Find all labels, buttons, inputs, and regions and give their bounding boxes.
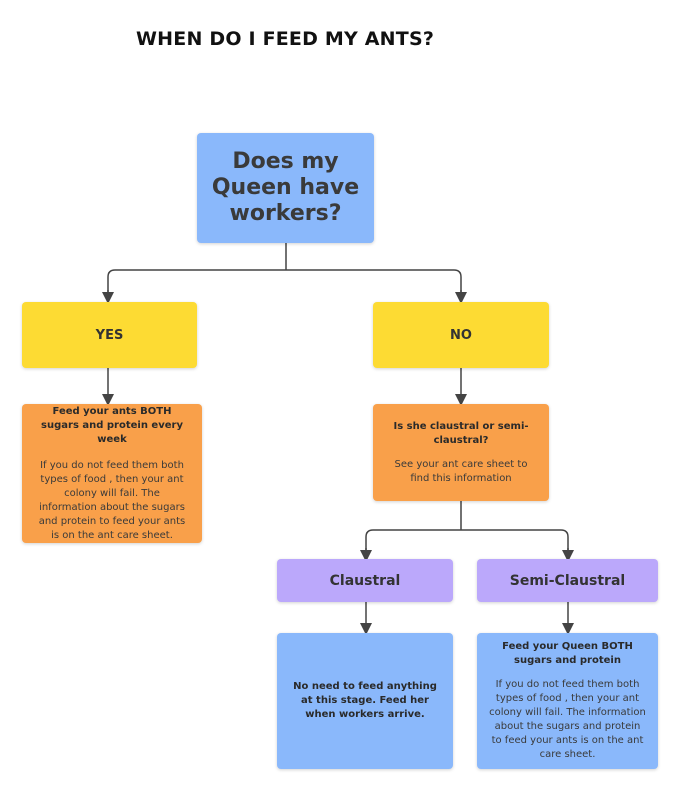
- node-heading: Is she claustral or semi-claustral?: [393, 420, 529, 446]
- node-semi-claustral-feed: Feed your Queen BOTH sugars and protein …: [477, 633, 658, 769]
- node-claustral-no-feed: No need to feed anything at this stage. …: [277, 633, 453, 769]
- node-heading: Feed your Queen BOTH sugars and protein: [502, 641, 633, 666]
- diagram-title: WHEN DO I FEED MY ANTS?: [136, 28, 435, 50]
- node-no: NO: [373, 302, 549, 368]
- node-yes: YES: [22, 302, 197, 368]
- node-label: Claustral: [329, 572, 401, 589]
- node-label: Semi-Claustral: [509, 572, 626, 589]
- node-body: If you do not feed them both types of fo…: [489, 679, 646, 760]
- node-queen-workers-question: Does my Queen have workers?: [197, 133, 374, 243]
- node-body: See your ant care sheet to find this inf…: [394, 458, 528, 484]
- node-label: NO: [450, 327, 472, 343]
- node-label: YES: [95, 327, 124, 343]
- node-label: Does my Queen have workers?: [211, 149, 360, 226]
- node-feed-every-week: Feed your ants BOTH sugars and protein e…: [22, 404, 202, 543]
- connector-root-to-branches: [107, 243, 462, 296]
- node-body: If you do not feed them both types of fo…: [38, 459, 186, 541]
- node-heading: No need to feed anything at this stage. …: [293, 681, 437, 720]
- node-claustral-question: Is she claustral or semi-claustral? See …: [373, 404, 549, 501]
- node-claustral: Claustral: [277, 559, 453, 602]
- node-heading: Feed your ants BOTH sugars and protein e…: [41, 405, 183, 445]
- connector-question-branches: [365, 501, 569, 552]
- node-semi-claustral: Semi-Claustral: [477, 559, 658, 602]
